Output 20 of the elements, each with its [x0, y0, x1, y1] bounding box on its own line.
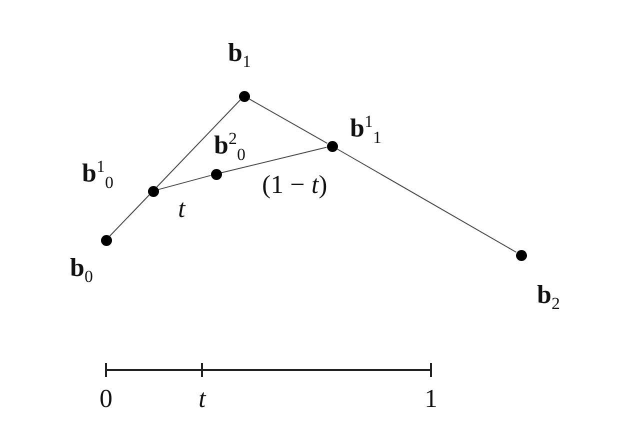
line-segment — [158, 174, 212, 190]
point-dot — [238, 90, 250, 102]
edge-label: (1 − t) — [262, 172, 328, 198]
tick-label: 1 — [424, 386, 438, 412]
point-label: b$_{0}$ — [70, 255, 93, 286]
line-segment — [336, 148, 517, 253]
line-segment — [248, 98, 328, 144]
line-segment — [156, 99, 241, 188]
point-dot — [100, 234, 112, 246]
point-dot — [210, 168, 222, 180]
tick-label: 0 — [100, 386, 112, 412]
point-label: b$_{1}$ — [228, 40, 251, 70]
edge-label: t — [178, 196, 186, 222]
tick-label: t — [198, 386, 206, 412]
line-segment — [220, 146, 328, 174]
point-dot — [326, 140, 338, 152]
point-dot — [148, 186, 158, 196]
line-segment — [109, 194, 150, 237]
point-label: b$_{2}$ — [537, 282, 560, 312]
point-dot — [516, 250, 526, 260]
